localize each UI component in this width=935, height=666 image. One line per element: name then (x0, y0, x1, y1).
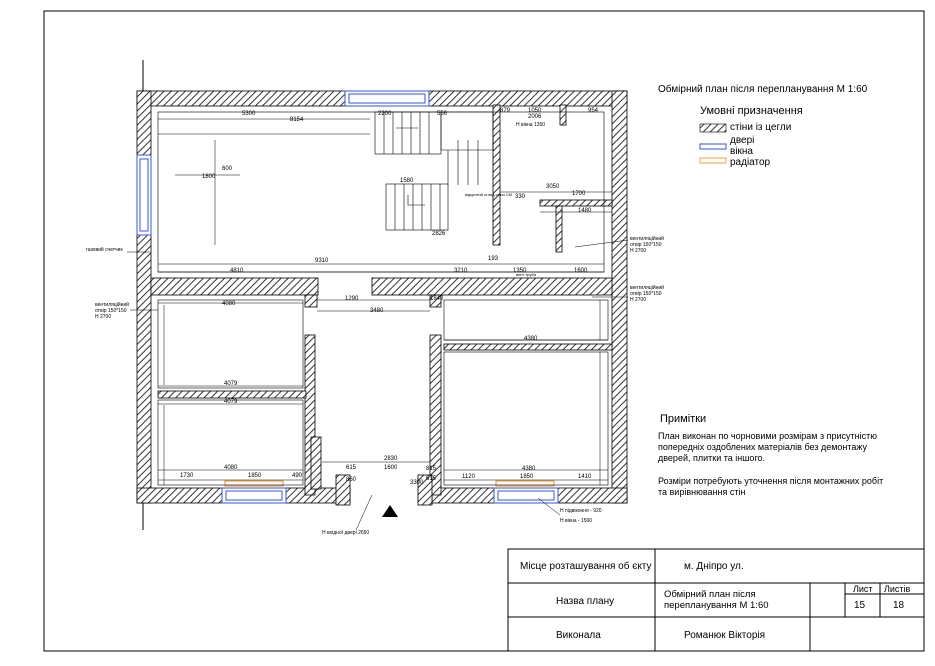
sheets-label: Листів (884, 584, 911, 594)
plan-title: Обмірний план після перепланування М 1:6… (658, 84, 868, 95)
svg-text:5300: 5300 (242, 111, 256, 117)
svg-text:330: 330 (515, 194, 526, 200)
author-value: Романюк Вікторія (684, 630, 766, 641)
stair-note: відкритий огляд стіни СМ (465, 192, 512, 197)
svg-text:4380: 4380 (522, 466, 536, 472)
svg-text:1800: 1800 (202, 174, 216, 180)
legend-swatch-radiator (699, 157, 727, 164)
radiators (224, 480, 555, 487)
gas-meter-label: газовий счетчик (86, 247, 123, 253)
svg-text:860: 860 (346, 477, 357, 483)
svg-text:490: 490 (292, 473, 303, 479)
svg-text:1580: 1580 (400, 178, 414, 184)
entry-door-height-label: Н вхідної двері 2650 (322, 530, 370, 536)
svg-text:1410: 1410 (578, 474, 592, 480)
location-value: м. Дніпро ул. (684, 561, 744, 572)
author-label: Виконала (556, 630, 601, 641)
window-height-label-bottom: Н вікна - 1500 (560, 518, 593, 524)
svg-text:600: 600 (222, 166, 233, 172)
svg-text:1050: 1050 (528, 108, 542, 114)
dimension-lines (158, 118, 612, 485)
svg-text:2830: 2830 (384, 456, 398, 462)
svg-text:615: 615 (426, 476, 437, 482)
sheets-value: 18 (893, 600, 905, 611)
note-paragraph-2: Розміри потребують уточнення після монта… (658, 476, 884, 497)
dimension-labels: 5300 8154 2200 556 879 1050 2006 954 1800 600… (180, 108, 599, 486)
legend-title: Умовні призначення (700, 105, 803, 117)
svg-text:1730: 1730 (180, 473, 194, 479)
outer-walls (136, 90, 628, 504)
legend-item-windows: вікна (730, 146, 753, 157)
svg-text:9310: 9310 (315, 258, 329, 264)
svg-text:1290: 1290 (345, 296, 359, 302)
legend-swatch-brick (699, 123, 727, 133)
svg-text:3480: 3480 (370, 308, 384, 314)
svg-text:3300: 3300 (410, 480, 424, 486)
svg-text:8154: 8154 (290, 117, 304, 123)
svg-text:1850: 1850 (248, 473, 262, 479)
note-paragraph-1: План виконан по чорновими розмірам з при… (658, 431, 877, 463)
legend-swatch-door-window (699, 143, 727, 150)
svg-text:1600: 1600 (384, 465, 398, 471)
window-height-label-top: Н вікна 1350 (516, 122, 546, 128)
windows (136, 90, 559, 504)
staircase (374, 111, 494, 231)
plan-name-label: Назва плану (556, 596, 615, 607)
sheet-border (43, 10, 925, 652)
svg-text:1600: 1600 (574, 268, 588, 274)
svg-text:193: 193 (488, 256, 499, 262)
svg-text:4380: 4380 (524, 336, 538, 342)
shaft-note: вент труба (516, 272, 536, 277)
svg-text:4079: 4079 (224, 399, 238, 405)
legend-item-radiator: радіатор (730, 157, 771, 168)
svg-text:3210: 3210 (454, 268, 468, 274)
svg-text:954: 954 (588, 108, 599, 114)
svg-text:4080: 4080 (222, 301, 236, 307)
svg-text:815: 815 (426, 466, 437, 472)
svg-text:2826: 2826 (432, 231, 446, 237)
notes-title: Примітки (660, 413, 707, 425)
svg-text:3050: 3050 (546, 184, 560, 190)
legend-item-doors: двері (730, 135, 755, 146)
legend-item-brick: стіни із цегли (730, 122, 792, 133)
entrance-arrow-icon (382, 505, 398, 517)
svg-text:615: 615 (346, 465, 357, 471)
sheet-value: 15 (854, 600, 866, 611)
svg-text:1350: 1350 (513, 268, 527, 274)
sheet-label: Лист (853, 584, 873, 594)
svg-text:879: 879 (500, 108, 511, 114)
plan-name-value: Обмірний план після перепланування М 1:6… (664, 589, 769, 611)
svg-text:2006: 2006 (528, 114, 542, 120)
svg-text:1840: 1840 (430, 296, 444, 302)
svg-text:1480: 1480 (578, 208, 592, 214)
sill-height-label: Н підвіконня - 920 (560, 508, 602, 514)
interior-walls (150, 104, 613, 506)
svg-text:4079: 4079 (224, 381, 238, 387)
title-block-grid (507, 548, 925, 652)
svg-text:556: 556 (437, 111, 448, 117)
svg-text:2200: 2200 (378, 111, 392, 117)
location-label: Місце розташування об єкту (520, 561, 652, 572)
svg-text:1120: 1120 (462, 474, 476, 480)
svg-text:1850: 1850 (520, 474, 534, 480)
svg-text:4810: 4810 (230, 268, 244, 274)
svg-text:4080: 4080 (224, 465, 238, 471)
svg-text:1700: 1700 (572, 191, 586, 197)
